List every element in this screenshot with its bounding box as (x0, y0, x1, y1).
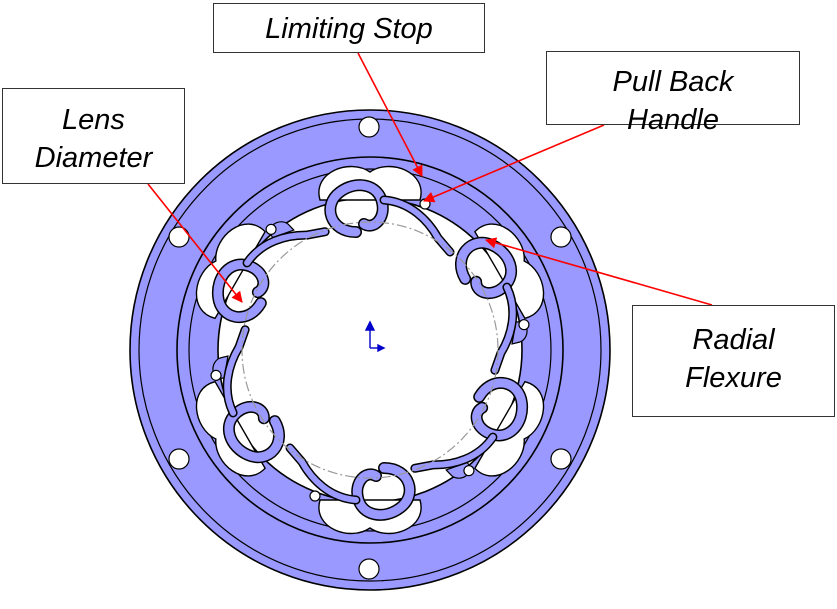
leader-lines (147, 52, 713, 306)
leader-lens-diameter (147, 183, 243, 303)
callout-pull-back-handle: Pull Back Handle (546, 51, 800, 136)
callout-radial-flexure: Radial Flexure (632, 305, 835, 417)
callout-pull-back-line1: Pull Back (612, 66, 734, 98)
callout-limiting-stop: Limiting Stop (213, 3, 485, 53)
origin-axis-icon (364, 320, 386, 353)
callout-radial-line2: Flexure (685, 362, 782, 394)
callout-lens-line1: Lens (62, 104, 125, 136)
callout-pull-back-line2: Handle (627, 104, 719, 136)
callout-limiting-stop-label: Limiting Stop (265, 13, 433, 45)
flexure-body (186, 165, 555, 535)
callout-lens-diameter: Lens Diameter (2, 88, 185, 184)
leader-pull-back (422, 124, 605, 203)
callout-lens-line2: Diameter (34, 142, 153, 174)
lens-diameter-circle (241, 221, 499, 479)
bolt-holes (168, 116, 572, 580)
leader-radial-flexure (484, 237, 713, 306)
callout-radial-line1: Radial (692, 324, 775, 356)
leader-limiting-stop (357, 52, 423, 177)
